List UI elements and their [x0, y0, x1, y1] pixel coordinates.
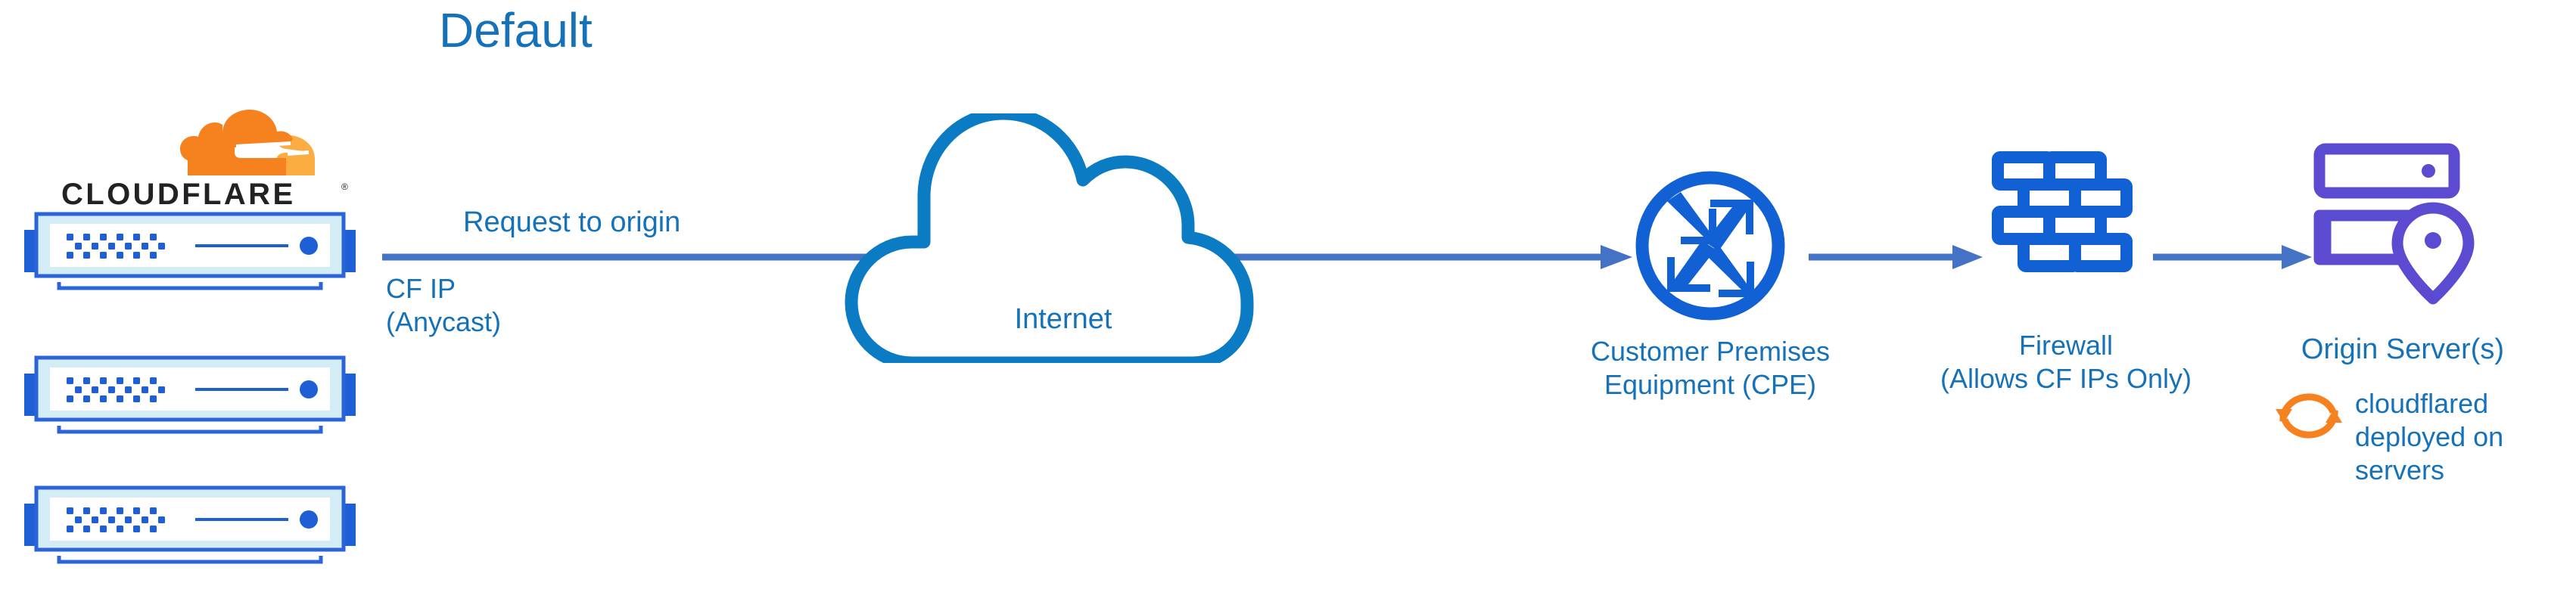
cloudflared-note-line2: deployed on	[2355, 421, 2504, 452]
cloudflare-edge-server-2	[24, 355, 356, 434]
cloudflare-cloud-mark	[180, 110, 315, 175]
cpe-label: Customer Premises Equipment (CPE)	[1521, 335, 1899, 402]
firewall-label: Firewall (Allows CF IPs Only)	[1899, 329, 2232, 395]
arrow-firewall-to-origin	[2153, 245, 2312, 269]
svg-text:CLOUDFLARE: CLOUDFLARE	[61, 178, 296, 211]
request-to-origin-label: Request to origin	[463, 206, 681, 238]
origin-server-label: Origin Server(s)	[2301, 333, 2505, 365]
router-four-arrows-icon	[1635, 171, 1785, 321]
server-stack-location-pin-icon	[2313, 143, 2475, 305]
cf-ip-anycast-label: CF IP (Anycast)	[386, 272, 613, 339]
firewall-label-line2: (Allows CF IPs Only)	[1940, 363, 2192, 394]
brick-wall-icon	[1992, 151, 2133, 272]
sync-arrows-icon	[2276, 393, 2342, 439]
cloudflare-logo: CLOUDFLARE ®	[20, 106, 348, 211]
cloudflared-note-line3: servers	[2355, 454, 2445, 485]
svg-text:®: ®	[341, 181, 348, 192]
arrow-cpe-to-firewall	[1809, 245, 1983, 269]
cloudflare-wordmark: CLOUDFLARE ®	[61, 178, 348, 211]
internet-label: Internet	[1014, 303, 1112, 335]
cloudflared-note-line1: cloudflared	[2355, 388, 2489, 419]
cloudflare-edge-server-3	[24, 485, 356, 564]
cpe-label-line1: Customer Premises	[1590, 336, 1831, 367]
cf-ip-label-line1: CF IP	[386, 273, 456, 304]
page-title: Default	[439, 3, 593, 57]
cloudflared-note: cloudflared deployed on servers	[2355, 387, 2559, 487]
cf-ip-label-line2: (Anycast)	[386, 306, 502, 337]
cloud-outline-icon	[845, 113, 1254, 363]
cpe-label-line2: Equipment (CPE)	[1604, 369, 1817, 400]
firewall-label-line1: Firewall	[2018, 330, 2113, 361]
cloudflare-edge-server-1	[24, 212, 356, 290]
